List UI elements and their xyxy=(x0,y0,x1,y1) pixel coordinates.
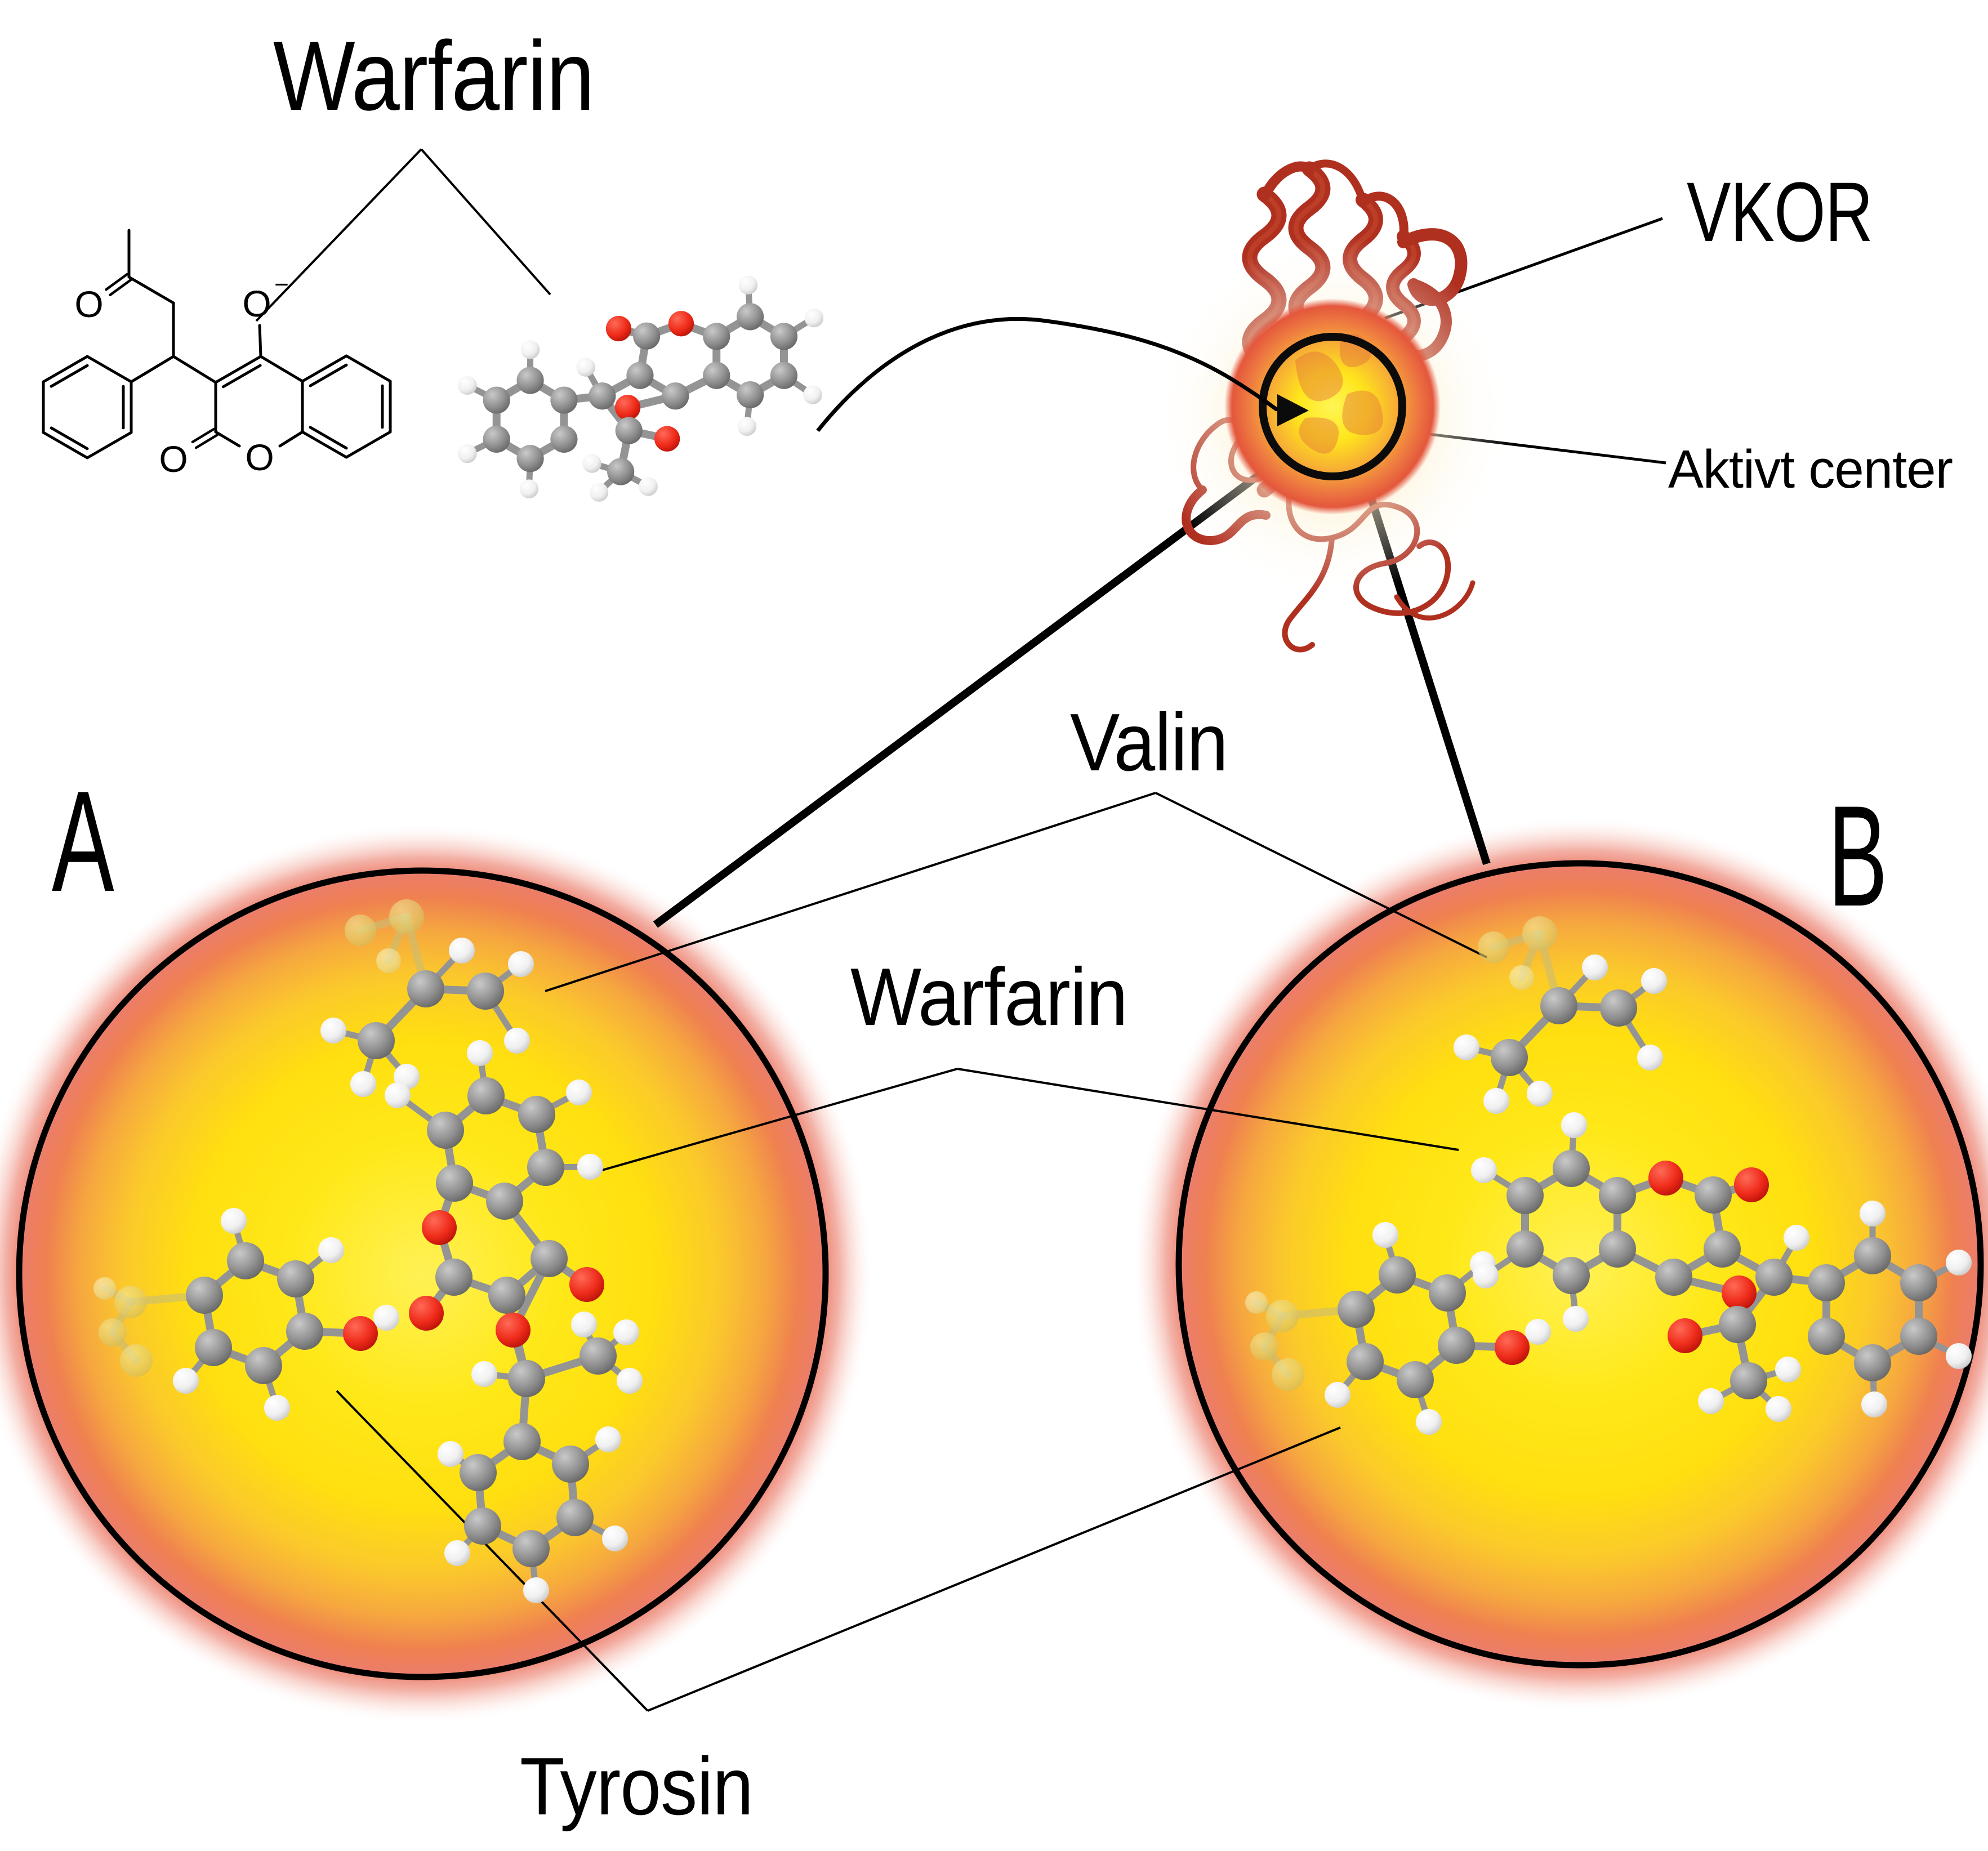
tyrosine-model-a xyxy=(93,1208,399,1421)
label-ketone-oxygen: O xyxy=(74,283,103,325)
label-vkor: VKOR xyxy=(1687,164,1873,259)
label-ring-oxygen: O xyxy=(245,436,274,478)
label-valine: Valin xyxy=(1070,697,1228,788)
leader-valine-a xyxy=(545,792,1156,992)
label-panel-a: A xyxy=(52,761,114,922)
valine-model-b xyxy=(1454,916,1667,1114)
label-active-center: Aktivt center xyxy=(1668,439,1953,499)
valine-model-a xyxy=(320,899,534,1097)
leader-warfarin-3d xyxy=(420,148,551,296)
active-center-glow xyxy=(1224,298,1441,515)
leader-tyrosine-b xyxy=(647,1426,1341,1712)
leader-valine-b xyxy=(1155,792,1487,958)
label-lactone-oxygen: O xyxy=(159,438,188,480)
leader-warfarin-2d xyxy=(255,148,422,322)
tyrosine-model-b xyxy=(1245,1222,1551,1435)
label-enolate-oxygen: O xyxy=(242,283,271,324)
active-center-ring xyxy=(1259,333,1406,480)
active-center-texture xyxy=(1295,334,1383,454)
warfarin-model-a xyxy=(385,1040,643,1603)
warfarin-3d-model xyxy=(458,275,824,502)
warfarin-2d-structure xyxy=(42,229,392,460)
label-warfarin-top: Warfarin xyxy=(273,21,594,131)
label-warfarin-mid: Warfarin xyxy=(850,951,1127,1042)
curve-warfarin-to-active-center xyxy=(816,317,1279,432)
active-center-arrow xyxy=(1277,394,1309,426)
pocket-a-outline xyxy=(16,867,829,1680)
label-panel-b: B xyxy=(1828,776,1887,936)
leader-warfarin-a xyxy=(598,1068,958,1172)
pocket-b-outline xyxy=(1175,860,1984,1669)
link-vkor-to-pocket-a xyxy=(653,454,1286,928)
label-tyrosine: Tyrosin xyxy=(520,1741,753,1832)
leader-tyrosine-a xyxy=(336,1390,649,1712)
label-enolate-charge: − xyxy=(274,271,289,298)
warfarin-model-b xyxy=(1471,1112,1972,1422)
